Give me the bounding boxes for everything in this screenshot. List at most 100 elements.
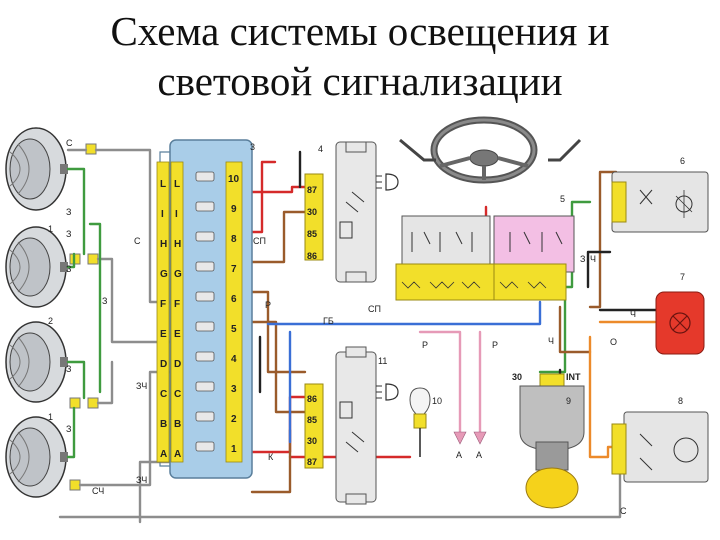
relay-bottom-pin: 87 — [307, 457, 317, 467]
fuse-number: 3 — [231, 384, 237, 395]
fuse-number: 2 — [231, 414, 237, 425]
fuse-letter: L — [160, 179, 166, 190]
wire-label-z: З — [66, 364, 71, 374]
callout-lamp: 10 — [432, 396, 442, 406]
fuse-letter: D — [160, 359, 167, 370]
wire-label-zch: ЗЧ — [136, 381, 147, 391]
wire-label-o: О — [610, 337, 617, 347]
fuses — [195, 171, 215, 452]
fuse-letter: A — [174, 449, 181, 460]
fuse-letter: E — [160, 329, 167, 340]
wire-label-c: С — [620, 506, 627, 516]
callout-switch-block: 5 — [560, 194, 565, 204]
relay-bottom-pin: 30 — [307, 436, 317, 446]
fuse-number: 1 — [231, 444, 237, 455]
wire-label-sch: СЧ — [92, 486, 104, 496]
relay-top-pin: 30 — [307, 207, 317, 217]
wire-label-sp: СП — [368, 304, 381, 314]
fuse-letter: L — [174, 179, 180, 190]
callout-ignition: 9 — [566, 396, 571, 406]
fuse-number: 9 — [231, 204, 237, 215]
wire-label-sp: СП — [253, 236, 266, 246]
fuse-letter: E — [174, 329, 181, 340]
page-title-line-1: Схема системы освещения и — [110, 8, 610, 54]
callout-headlamp-2: 2 — [48, 316, 53, 326]
headlamp-symbol-icon — [376, 173, 399, 191]
rear-light — [655, 291, 705, 355]
wire-label-z: З — [102, 296, 107, 306]
wire-label-z: З — [580, 254, 585, 264]
fuse-number: 8 — [231, 234, 237, 245]
callout-rear-light: 7 — [680, 272, 685, 282]
fuse-number-column — [225, 161, 243, 463]
fuse-letter: G — [174, 269, 182, 280]
relay-bottom-pin: 85 — [307, 415, 317, 425]
steering-wheel-icon — [399, 116, 582, 184]
wire-label-a: А — [456, 450, 462, 460]
fuse-number: 4 — [231, 354, 237, 365]
switch-right — [611, 171, 709, 233]
fuse-letter: F — [160, 299, 166, 310]
fuse-letter: H — [160, 239, 167, 250]
fuse-letter: A — [160, 449, 167, 460]
headlamp-1-bottom — [5, 416, 68, 498]
wire-label-ch: Ч — [548, 336, 554, 346]
fuse-letter-column-right — [170, 161, 184, 463]
wire-label-ch: Ч — [590, 254, 596, 264]
wire-label-z: З — [66, 264, 71, 274]
relay-top-pin: 86 — [307, 251, 317, 261]
fuse-letter-column-left — [156, 161, 170, 463]
wire-label-k: К — [268, 452, 274, 462]
wire-label-c: С — [134, 236, 141, 246]
headlamp-2 — [5, 226, 68, 308]
headlamp-symbol-bottom-icon — [376, 383, 399, 401]
headlamp-3 — [5, 321, 68, 403]
relay-top-pin: 85 — [307, 229, 317, 239]
wire-label-zch: ЗЧ — [136, 475, 147, 485]
wire-label-ch: Ч — [630, 309, 636, 319]
page-title-line-2: световой сигнализации — [157, 58, 563, 104]
callout-headlamp-1-bottom: 1 — [48, 412, 53, 422]
switch-block-right — [493, 215, 575, 301]
wire-label-c: С — [66, 138, 73, 148]
relay-bottom — [304, 346, 377, 505]
page-title: Схема системы освещения и световой сигна… — [0, 6, 720, 106]
callout-fuse-block: 3 — [250, 142, 255, 152]
lamp-bulb-icon — [409, 387, 431, 457]
fuse-number: 6 — [231, 294, 237, 305]
relay-top-pin: 87 — [307, 185, 317, 195]
wire-label-z: З — [66, 424, 71, 434]
wiring-diagram: 1 2 1 — [5, 116, 709, 524]
fuse-number: 7 — [231, 264, 237, 275]
ignition-switch — [519, 373, 585, 509]
headlamp-1-top — [5, 127, 68, 211]
wire-label-r: Р — [265, 300, 271, 310]
fuse-number: 10 — [228, 174, 240, 185]
fuse-number: 5 — [231, 324, 237, 335]
ignition-terminal: INT — [566, 372, 581, 382]
relay-bottom-pin: 86 — [307, 394, 317, 404]
fuse-letter: H — [174, 239, 181, 250]
fuse-letter: I — [161, 209, 164, 220]
callout-headlamp-1-top: 1 — [48, 224, 53, 234]
ignition-terminal: 30 — [512, 372, 522, 382]
fuse-letter: I — [175, 209, 178, 220]
wire-label-z: З — [66, 229, 71, 239]
switch-block-left — [395, 215, 497, 301]
fuse-letter: B — [174, 419, 181, 430]
fuse-letter: C — [174, 389, 181, 400]
callout-switch-right: 6 — [680, 156, 685, 166]
callout-relay-bottom: 11 — [378, 356, 387, 366]
switch-bottom-right — [611, 411, 709, 483]
wire-label-r: Р — [422, 340, 428, 350]
callout-relay-top: 4 — [318, 144, 323, 154]
callout-switch-bottom-right: 8 — [678, 396, 683, 406]
relay-top — [304, 141, 377, 283]
wire-label-r: Р — [492, 340, 498, 350]
wire-label-a: А — [476, 450, 482, 460]
wire-label-gb: ГБ — [323, 316, 334, 326]
fuse-letter: F — [174, 299, 180, 310]
switch-block-connectors — [401, 281, 547, 289]
fuse-letter: D — [174, 359, 181, 370]
fuse-letter: C — [160, 389, 167, 400]
